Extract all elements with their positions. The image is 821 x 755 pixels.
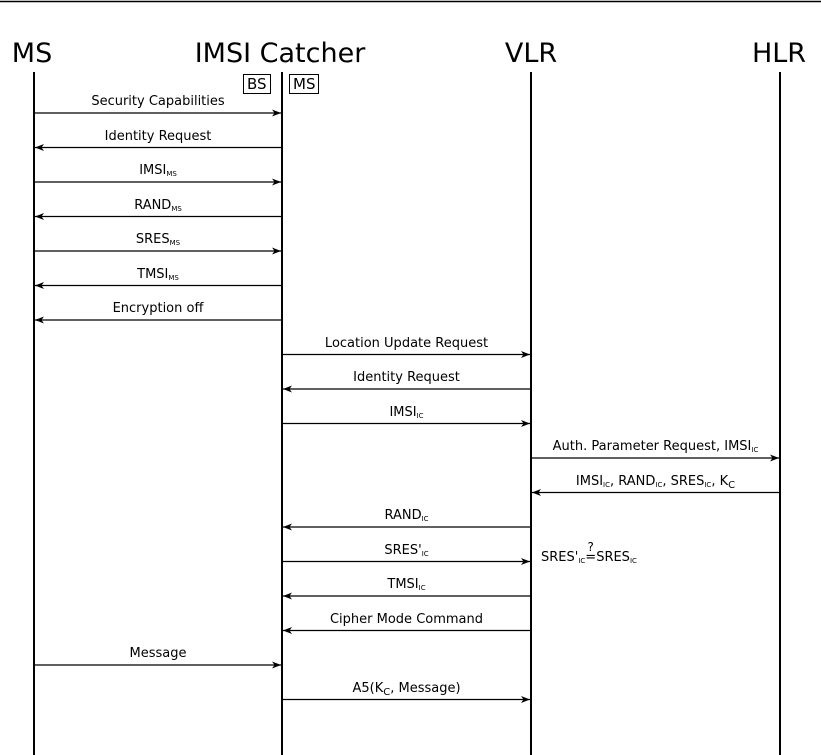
message-label: Cipher Mode Command <box>329 611 484 627</box>
message-label: Identity Request <box>104 128 212 144</box>
message-label: Encryption off <box>112 301 204 316</box>
actor-imsi-catcher: IMSI Catcher <box>194 38 366 69</box>
message-label: RANDMS <box>134 197 182 213</box>
note-right-sub: IC <box>629 557 637 565</box>
note-left: SRES' <box>541 550 579 565</box>
message-label: Security Capabilities <box>91 94 225 109</box>
ms-role-box: MS <box>289 74 320 94</box>
message-label: Identity Request <box>353 370 460 385</box>
message-label: IMSIMS <box>139 163 177 178</box>
message-label: Location Update Request <box>324 335 489 351</box>
message-label: Auth. Parameter Request, IMSIIC <box>552 439 759 454</box>
note-question: ? <box>587 540 594 554</box>
message-label: SRES'IC <box>384 542 429 558</box>
message-label: IMSIIC <box>389 404 424 420</box>
actor-vlr: VLR <box>504 38 558 69</box>
note-question-equals: ?= <box>585 540 597 566</box>
message-label: Message <box>129 646 187 661</box>
message-label: TMSIMS <box>137 266 179 282</box>
message-label: SRESMS <box>135 232 181 247</box>
note-right: SRES <box>596 550 630 565</box>
note-left-sub: IC <box>578 557 586 565</box>
sres-comparison-note: SRES'IC?=SRESIC <box>541 540 637 569</box>
bs-role-box: BS <box>243 74 271 94</box>
note-equals: = <box>585 550 597 565</box>
actor-ms: MS <box>11 38 53 69</box>
message-label: A5(KC, Message) <box>352 680 461 698</box>
actor-hlr: HLR <box>751 38 807 69</box>
message-label: RANDIC <box>384 508 429 523</box>
message-arrows <box>34 109 780 703</box>
message-label: TMSIIC <box>387 577 426 592</box>
message-label: IMSIIC, RANDIC, SRESIC, KC <box>575 473 736 491</box>
